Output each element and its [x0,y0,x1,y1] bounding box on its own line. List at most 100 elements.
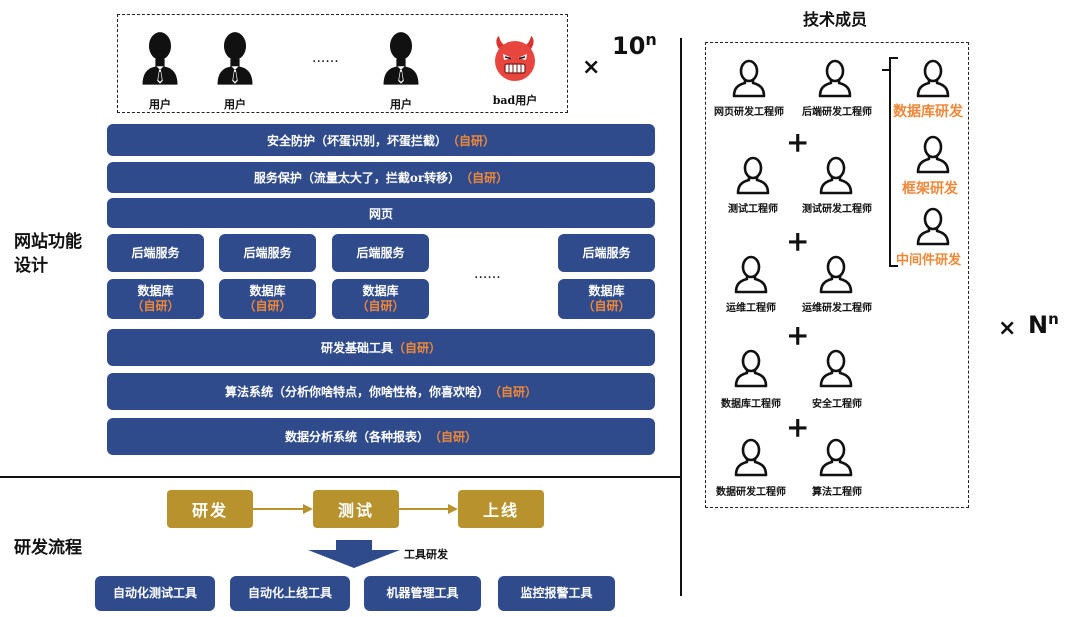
bracket-icon [882,57,898,267]
person-icon [913,206,953,246]
team-box [705,42,969,508]
backend-service-box: 后端服务 [558,234,655,272]
role-label: 数据研发工程师 [716,487,786,498]
person-icon [731,254,771,294]
person-icon [816,437,856,477]
users-multiplier: × [582,55,601,80]
database-box: 数据库 （自研） [332,279,429,319]
database-label: 数据库 [137,284,174,298]
role-label: 安全工程师 [812,399,862,410]
site-design-title-line1: 网站功能 [14,232,82,252]
plus-sign: + [786,411,810,444]
plus-sign: + [786,126,810,159]
security-protection-bar: 安全防护（坏蛋识别，坏蛋拦截） （自研） [107,124,655,156]
backend-service-box: 后端服务 [219,234,316,272]
tool-box: 机器管理工具 [364,576,481,611]
person-icon [731,348,771,388]
service-protection-text: 服务保护（流量太大了，拦截or转移） [253,171,461,185]
specialty-label: 中间件研发 [896,253,962,268]
person-icon [913,58,953,98]
database-label: 数据库 [249,284,286,298]
backend-service-box: 后端服务 [107,234,204,272]
process-title: 研发流程 [14,538,82,558]
users-ellipsis: ...... [312,50,339,66]
plus-sign: + [786,225,810,258]
specialty-label: 数据库研发 [893,104,963,120]
self-developed-tag: （自研） [131,299,180,313]
vertical-divider [680,38,682,596]
person-icon [733,155,773,195]
user-label: 用户 [390,98,412,111]
dev-tools-text: 研发基础工具 [320,341,393,355]
role-label: 后端研发工程师 [802,107,872,118]
algorithm-system-bar: 算法系统（分析你啥特点，你啥性格，你喜欢啥） （自研） [107,373,655,410]
user-label: 用户 [149,98,171,111]
self-developed-tag: （自研） [393,341,442,355]
role-label: 测试工程师 [728,204,778,215]
users-power-base: 10 [612,32,646,60]
tool-box: 自动化上线工具 [230,576,350,611]
tool-box: 监控报警工具 [498,576,615,611]
security-protection-text: 安全防护（坏蛋识别，坏蛋拦截） [266,133,447,148]
algorithm-system-text: 算法系统（分析你啥特点，你啥性格，你喜欢啥） [224,385,489,399]
tool-dev-label: 工具研发 [404,548,448,561]
person-icon [913,134,953,174]
arrow-right-icon [399,504,458,514]
role-label: 测试研发工程师 [802,204,872,215]
self-developed-tag: （自研） [356,299,405,313]
team-power: Nn [1028,310,1059,339]
data-analysis-bar: 数据分析系统（各种报表） （自研） [107,418,655,455]
database-box: 数据库 （自研） [107,279,204,319]
person-icon [731,437,771,477]
service-protection-bar: 服务保护（流量太大了，拦截or转移） （自研） [107,162,655,193]
person-icon [816,348,856,388]
arrow-down-icon [308,540,400,568]
self-developed-tag: （自研） [460,171,509,185]
users-box [117,14,568,113]
database-box: 数据库 （自研） [558,279,655,319]
plus-sign: + [786,319,810,352]
site-design-title: 网站功能 设计 [14,230,82,278]
person-icon [816,155,856,195]
person-icon [815,58,855,98]
site-design-title-line2: 设计 [14,256,48,276]
role-label: 数据库工程师 [721,399,781,410]
user-label: 用户 [224,98,246,111]
team-power-base: N [1028,311,1049,339]
dev-tools-bar: 研发基础工具 （自研） [107,329,655,366]
team-power-exp: n [1048,310,1059,328]
user-icon [212,26,258,88]
backend-service-box: 后端服务 [332,234,429,272]
database-label: 数据库 [362,284,399,298]
self-developed-tag: （自研） [489,385,538,399]
specialty-label: 框架研发 [902,181,958,197]
webpage-bar: 网页 [107,198,655,228]
self-developed-tag: （自研） [429,430,478,444]
data-analysis-text: 数据分析系统（各种报表） [284,430,429,444]
database-label: 数据库 [588,284,625,298]
self-developed-tag: （自研） [582,299,631,313]
horizontal-divider [0,476,682,478]
services-ellipsis: ...... [474,266,501,282]
process-step-test: 测试 [313,490,399,528]
team-multiplier: × [998,316,1017,341]
user-icon [378,26,424,88]
role-label: 网页研发工程师 [714,107,784,118]
role-label: 算法工程师 [812,487,862,498]
users-power-exp: n [645,30,657,49]
devil-icon [495,36,535,81]
arrow-right-icon [253,504,313,514]
self-developed-tag: （自研） [447,133,496,148]
bad-user-label: bad用户 [492,94,538,107]
self-developed-tag: （自研） [243,299,292,313]
team-title: 技术成员 [803,10,868,29]
person-icon [729,58,769,98]
user-icon [137,26,183,88]
users-power: 10n [612,30,657,60]
role-label: 运维工程师 [726,303,776,314]
database-box: 数据库 （自研） [219,279,316,319]
tool-box: 自动化测试工具 [95,576,215,611]
person-icon [816,254,856,294]
process-step-release: 上线 [458,490,544,528]
role-label: 运维研发工程师 [802,303,872,314]
